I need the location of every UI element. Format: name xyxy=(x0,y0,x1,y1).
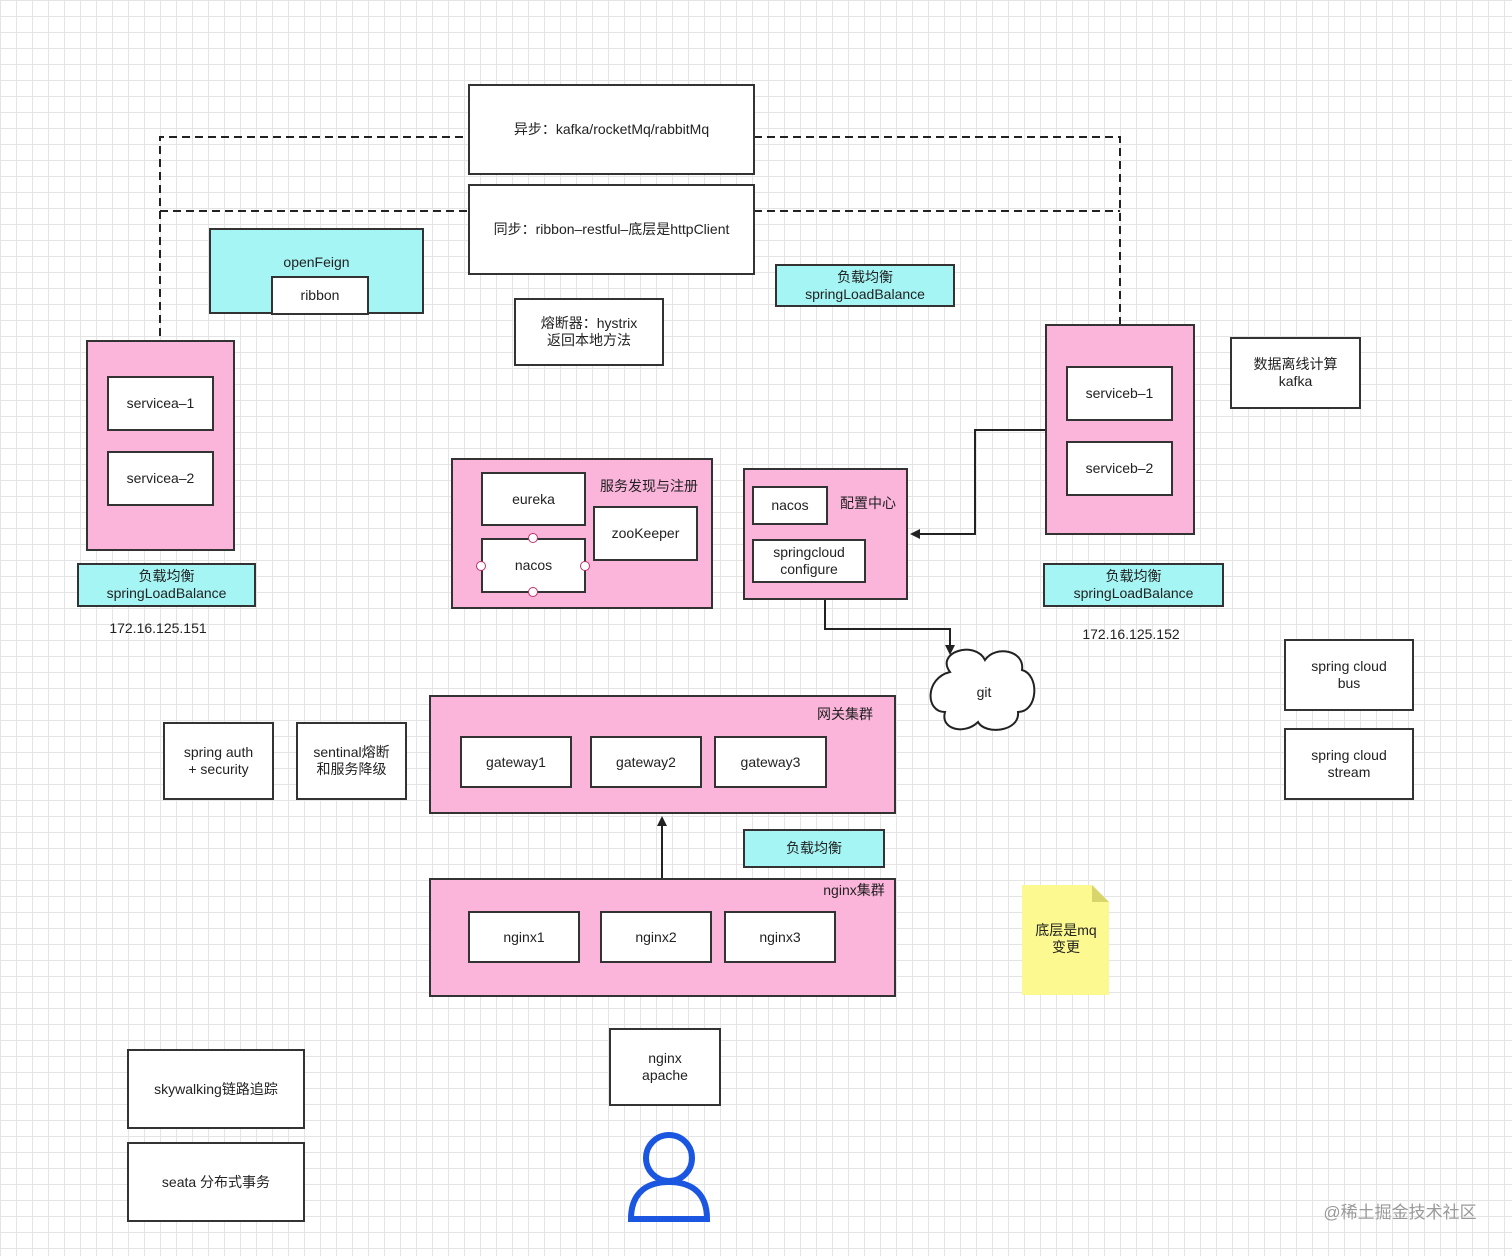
springcloud-config-label: springcloud configure xyxy=(773,544,845,577)
servicea-1-label: servicea–1 xyxy=(126,395,195,411)
git-label: git xyxy=(976,684,992,700)
serviceb-2-box[interactable]: serviceb–2 xyxy=(1066,441,1173,496)
gateway3-box[interactable]: gateway3 xyxy=(714,736,827,788)
seata-box[interactable]: seata 分布式事务 xyxy=(127,1142,305,1222)
load-balance-mid-box[interactable]: 负载均衡 xyxy=(743,829,885,868)
nginx3-label: nginx3 xyxy=(759,928,801,945)
service-b-ip: 172.16.125.152 xyxy=(1082,626,1180,642)
config-nacos-label: nacos xyxy=(771,497,809,513)
service-a-container[interactable] xyxy=(86,340,235,551)
git-cloud-shape xyxy=(929,648,1036,731)
serviceb-2-label: serviceb–2 xyxy=(1085,460,1154,476)
nginx1-box[interactable]: nginx1 xyxy=(468,911,580,963)
async-mq-box[interactable]: 异步：kafka/rocketMq/rabbitMq xyxy=(468,84,755,175)
gateway1-box[interactable]: gateway1 xyxy=(460,736,572,788)
service-b-load-balance-box[interactable]: 负载均衡 springLoadBalance xyxy=(1043,563,1224,607)
config-center-title: 配置中心 xyxy=(840,495,896,511)
nginx3-box[interactable]: nginx3 xyxy=(724,911,836,963)
service-a-load-balance-box[interactable]: 负载均衡 springLoadBalance xyxy=(77,563,256,607)
ribbon-box[interactable]: ribbon xyxy=(271,276,369,315)
zookeeper-box[interactable]: zooKeeper xyxy=(593,506,698,561)
openfeign-label: openFeign xyxy=(283,254,350,270)
nacos-handle-right[interactable] xyxy=(580,561,590,571)
skywalking-box[interactable]: skywalking链路追踪 xyxy=(127,1049,305,1129)
spring-cloud-bus-box[interactable]: spring cloud bus xyxy=(1284,639,1414,711)
servicea-1-box[interactable]: servicea–1 xyxy=(107,376,214,431)
skywalking-label: skywalking链路追踪 xyxy=(154,1080,278,1097)
load-balance-top-label: 负载均衡 springLoadBalance xyxy=(805,268,925,302)
sticky-note-shape xyxy=(1022,885,1109,995)
watermark-text: @稀土掘金技术社区 xyxy=(1323,1203,1477,1222)
load-balance-top-box[interactable]: 负载均衡 springLoadBalance xyxy=(775,264,955,307)
nginx2-label: nginx2 xyxy=(635,928,677,945)
serviceb-1-label: serviceb–1 xyxy=(1085,385,1154,401)
seata-label: seata 分布式事务 xyxy=(161,1173,271,1190)
gateway2-box[interactable]: gateway2 xyxy=(590,736,702,788)
sentinal-label: sentinal熔断 和服务降级 xyxy=(313,744,390,777)
discovery-nacos-box[interactable]: nacos xyxy=(481,538,586,593)
service-a-ip: 172.16.125.151 xyxy=(109,620,207,636)
spring-auth-box[interactable]: spring auth + security xyxy=(163,722,274,800)
nginx2-box[interactable]: nginx2 xyxy=(600,911,712,963)
servicea-2-box[interactable]: servicea–2 xyxy=(107,451,214,506)
async-mq-label: 异步：kafka/rocketMq/rabbitMq xyxy=(513,121,710,137)
serviceb-1-box[interactable]: serviceb–1 xyxy=(1066,366,1173,421)
gateway1-label: gateway1 xyxy=(486,753,546,770)
nginx-apache-box[interactable]: nginx apache xyxy=(609,1028,721,1106)
hystrix-box[interactable]: 熔断器：hystrix 返回本地方法 xyxy=(514,298,664,366)
nacos-handle-bottom[interactable] xyxy=(528,587,538,597)
ribbon-label: ribbon xyxy=(300,287,340,303)
eureka-box[interactable]: eureka xyxy=(481,472,586,526)
offline-calc-label: 数据离线计算 kafka xyxy=(1253,356,1338,389)
sentinal-box[interactable]: sentinal熔断 和服务降级 xyxy=(296,722,407,800)
serviceb-to-config-arrow xyxy=(910,429,1045,539)
config-nacos-box[interactable]: nacos xyxy=(752,486,828,525)
gateway2-label: gateway2 xyxy=(616,753,676,770)
config-to-git-arrow xyxy=(824,600,955,655)
zookeeper-label: zooKeeper xyxy=(611,525,680,541)
service-b-container[interactable] xyxy=(1045,324,1195,535)
spring-cloud-stream-label: spring cloud stream xyxy=(1311,747,1387,780)
hystrix-label: 熔断器：hystrix 返回本地方法 xyxy=(540,315,638,348)
spring-cloud-stream-box[interactable]: spring cloud stream xyxy=(1284,728,1414,800)
sticky-note-label: 底层是mq 变更 xyxy=(1035,922,1097,955)
discovery-nacos-label: nacos xyxy=(514,557,553,573)
service-a-load-balance-label: 负载均衡 springLoadBalance xyxy=(106,568,227,601)
user-icon xyxy=(627,1132,711,1222)
springcloud-config-box[interactable]: springcloud configure xyxy=(752,539,866,583)
offline-calc-box[interactable]: 数据离线计算 kafka xyxy=(1230,337,1361,409)
load-balance-mid-label: 负载均衡 xyxy=(786,840,842,856)
async-dashed-line xyxy=(159,136,1120,375)
sync-ribbon-box[interactable]: 同步：ribbon–restful–底层是httpClient xyxy=(468,184,755,275)
service-discovery-title: 服务发现与注册 xyxy=(600,478,698,494)
nginx-cluster-title: nginx集群 xyxy=(823,882,885,898)
spring-cloud-bus-label: spring cloud bus xyxy=(1311,658,1387,691)
nacos-handle-left[interactable] xyxy=(476,561,486,571)
nginx1-label: nginx1 xyxy=(503,928,545,945)
servicea-2-label: servicea–2 xyxy=(126,470,195,486)
sync-ribbon-label: 同步：ribbon–restful–底层是httpClient xyxy=(493,221,730,237)
gateway-cluster-title: 网关集群 xyxy=(817,706,873,722)
nginx-apache-label: nginx apache xyxy=(642,1050,688,1083)
nacos-handle-top[interactable] xyxy=(528,533,538,543)
gateway3-label: gateway3 xyxy=(740,753,801,770)
service-b-load-balance-label: 负载均衡 springLoadBalance xyxy=(1073,568,1194,601)
spring-auth-label: spring auth + security xyxy=(183,744,254,777)
eureka-label: eureka xyxy=(512,490,555,507)
